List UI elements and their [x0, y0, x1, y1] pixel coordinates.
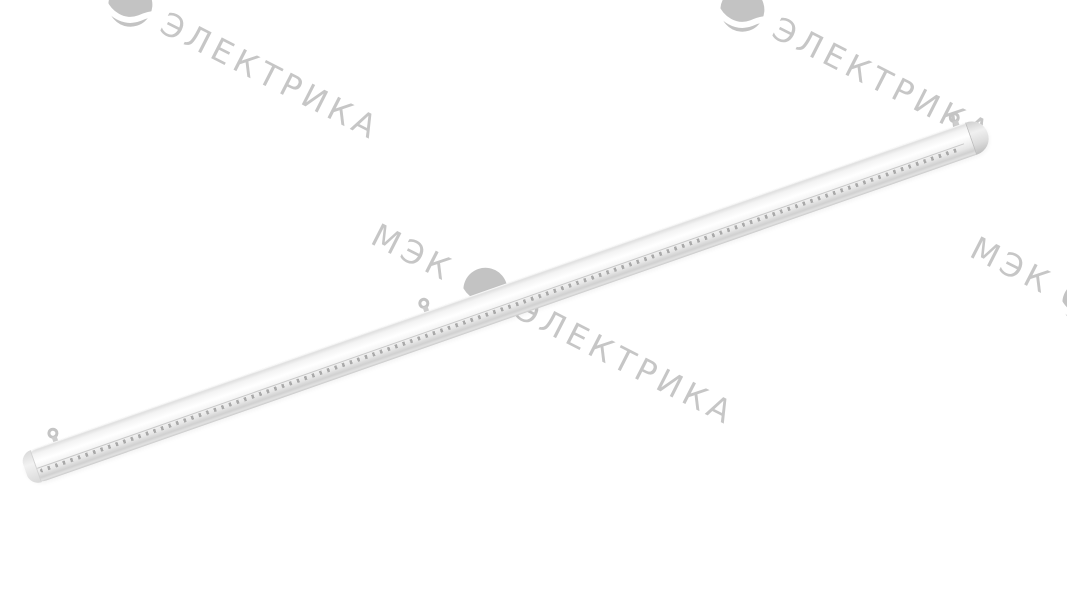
mek-elektrika-logo-icon: [99, 0, 161, 36]
mek-elektrika-logo-icon: [711, 0, 773, 41]
mek-elektrika-logo-icon: [1053, 272, 1067, 334]
watermark-brand-mek: МЭК: [365, 216, 461, 290]
watermark-brand-elektrika: ЭЛЕКТРИКА: [154, 4, 388, 149]
watermark-brand-mek: МЭК: [964, 229, 1060, 303]
luminaire-body: [19, 116, 994, 487]
watermark-brand-mek: МЭК: [622, 0, 717, 10]
led-luminaire: [19, 110, 994, 487]
led-strip: [39, 146, 963, 474]
watermark-brand-mek: МЭК: [10, 0, 105, 5]
watermark: МЭК ЭЛЕКТРИКА: [963, 226, 1067, 450]
watermark: МЭК ЭЛЕКТРИКА: [9, 0, 389, 152]
watermark-brand-elektrika: ЭЛЕКТРИКА: [509, 289, 743, 434]
watermark: МЭК ЭЛЕКТРИКА: [621, 0, 1001, 157]
